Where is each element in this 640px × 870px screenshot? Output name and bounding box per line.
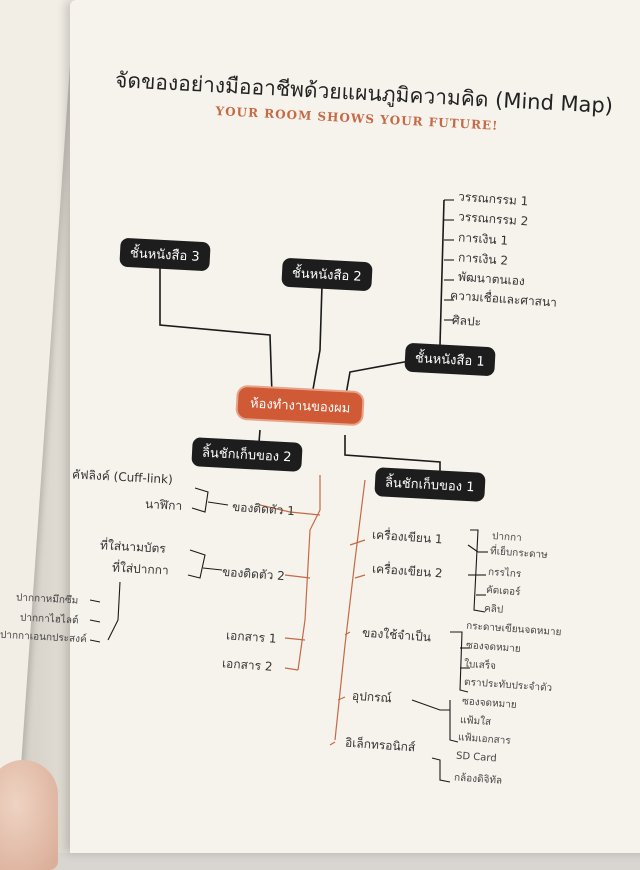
node-drawer-2: ลิ้นชักเก็บของ 2 — [191, 437, 303, 472]
drawer1-stationery-item: คัตเตอร์ — [485, 584, 521, 599]
node-shelf-1: ชั้นหนังสือ 1 — [404, 342, 496, 377]
drawer2-pen-item: ปากกาหมึกซึม — [15, 592, 79, 607]
book-page — [70, 0, 640, 853]
shelf1-item: การเงิน 1 — [457, 230, 509, 248]
connector-drawer2-branches — [297, 475, 321, 671]
drawer2-document-2: เอกสาร 2 — [221, 656, 273, 674]
drawer1-stationery-item: คลิป — [483, 603, 504, 616]
node-shelf-3: ชั้นหนังสือ 3 — [119, 237, 211, 272]
drawer2-personal2-item: ที่ใส่ปากกา — [111, 560, 170, 578]
connector-shelf2 — [311, 284, 323, 396]
node-drawer-1: ลิ้นชักเก็บของ 1 — [374, 467, 486, 502]
drawer2-personal2-item: ที่ใส่นามบัตร — [99, 538, 167, 556]
thumb-holding-page — [0, 760, 58, 870]
connector-drawer1-branches — [334, 479, 366, 741]
drawer2-personal1-item: นาฬิกา — [144, 497, 183, 513]
connector-shelf1 — [344, 359, 416, 401]
node-center-my-office: ห้องทำงานของผม — [237, 386, 364, 425]
drawer2-document-1: เอกสาร 1 — [225, 628, 277, 646]
connector-drawer1 — [344, 435, 441, 475]
drawer1-equipment: อุปกรณ์ — [351, 688, 393, 706]
shelf1-item: ศิลปะ — [451, 313, 482, 329]
drawer1-equipment-item: แฟ้มใส — [459, 714, 492, 729]
node-shelf-2: ชั้นหนังสือ 2 — [281, 257, 373, 292]
connector-shelf1-items — [439, 199, 445, 346]
drawer1-essentials-item: ใบเสร็จ — [463, 658, 497, 673]
connector-shelf3 — [159, 265, 273, 396]
drawer2-pen-item: ปากกาไฮไลต์ — [19, 612, 79, 627]
drawer1-stationery-item: กรรไกร — [487, 566, 522, 581]
